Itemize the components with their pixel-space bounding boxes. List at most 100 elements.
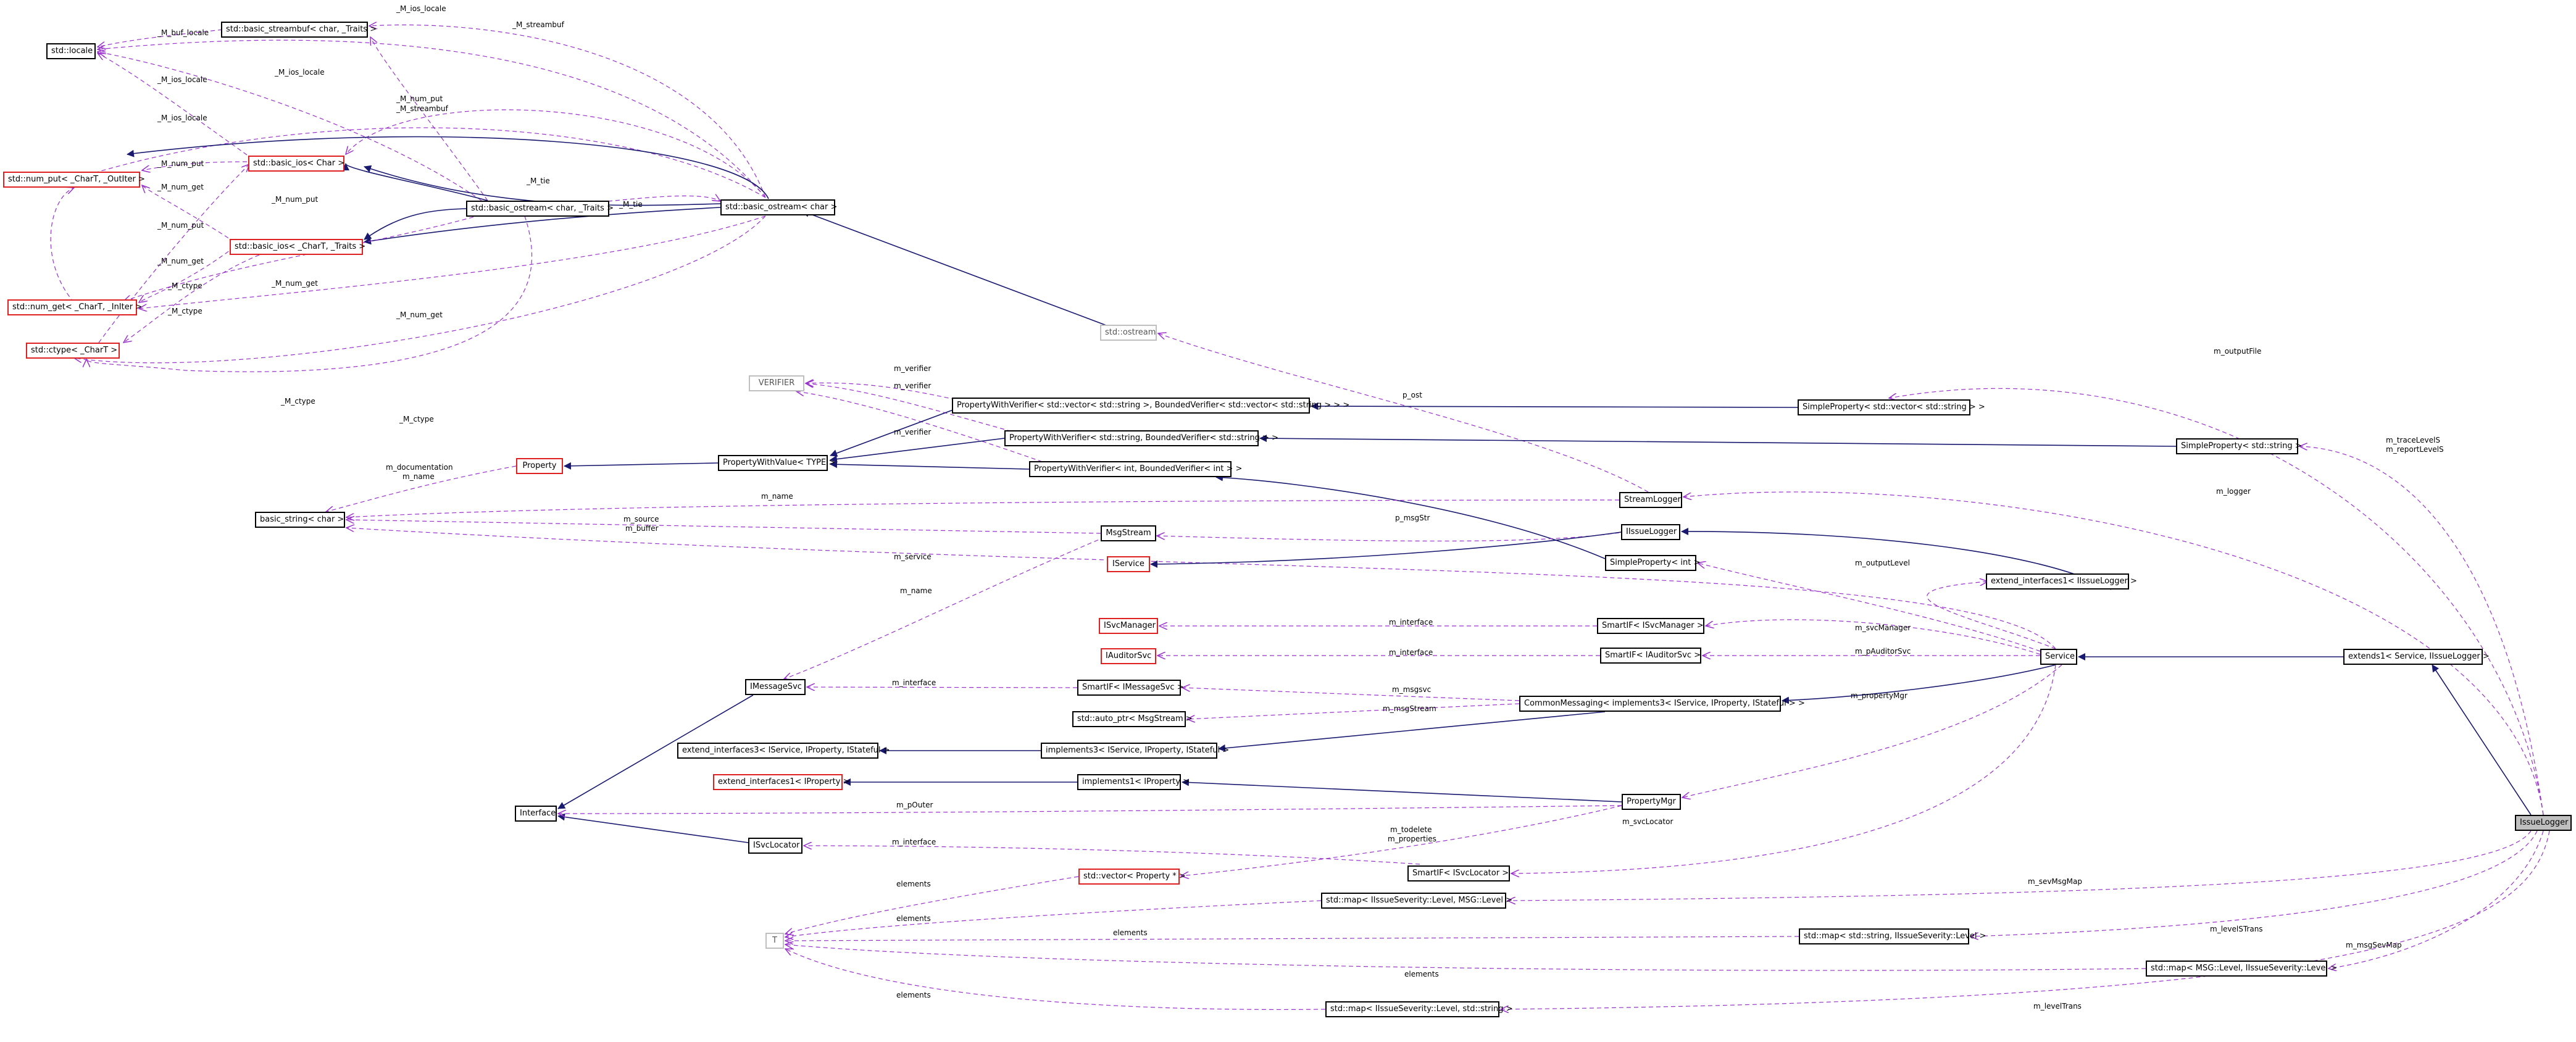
edge-label: m_msgsvc bbox=[1392, 685, 1432, 694]
node-issuelogger[interactable]: IssueLogger bbox=[2515, 815, 2572, 831]
usage-edge bbox=[804, 846, 1420, 865]
usage-edge bbox=[1889, 388, 2544, 815]
node-implements3[interactable]: implements3< IService, IProperty, IState… bbox=[1041, 743, 1229, 759]
usage-edge bbox=[1706, 619, 2041, 655]
node-pwv-vector[interactable]: PropertyWithVerifier< std::vector< std::… bbox=[952, 398, 1349, 414]
inheritance-edge bbox=[1218, 711, 1606, 752]
node-propertymgr[interactable]: PropertyMgr bbox=[1622, 794, 1681, 810]
node-std-basic-ostream-char[interactable]: std::basic_ostream< char > bbox=[720, 199, 837, 215]
inheritance-edge bbox=[830, 406, 964, 457]
edge-label: m_source bbox=[623, 515, 659, 523]
node-property[interactable]: Property bbox=[516, 458, 563, 474]
edge-label: _M_num_put bbox=[157, 221, 204, 230]
inheritance-edge bbox=[564, 462, 719, 470]
node-commonmessaging[interactable]: CommonMessaging< implements3< IService, … bbox=[1519, 696, 1805, 712]
usage-edge bbox=[369, 25, 766, 198]
edge-label: m_pAuditorSvc bbox=[1855, 647, 1911, 656]
node-iissuelogger[interactable]: IIssueLogger bbox=[1621, 524, 1680, 540]
node-smartif-iauditorsvc[interactable]: SmartIF< IAuditorSvc > bbox=[1600, 648, 1701, 664]
edge-label: _M_ios_locale bbox=[157, 75, 207, 84]
inheritance-edge bbox=[2432, 664, 2532, 815]
node-map-msg-level[interactable]: std::map< MSG::Level, IIssueSeverity::Le… bbox=[2146, 961, 2337, 977]
node-std-ctype[interactable]: std::ctype< _CharT > bbox=[26, 343, 120, 359]
usage-edge bbox=[98, 164, 249, 343]
node-propertywithvalue[interactable]: PropertyWithValue< TYPE > bbox=[718, 455, 835, 471]
inheritance-edge bbox=[127, 136, 769, 199]
inheritance-edge bbox=[1782, 664, 2056, 704]
usage-edge bbox=[98, 52, 482, 201]
node-simpleprop-string[interactable]: SimpleProperty< std::string > bbox=[2176, 438, 2302, 454]
inheritance-edge bbox=[1215, 473, 1606, 559]
node-simpleprop-int[interactable]: SimpleProperty< int > bbox=[1605, 555, 1700, 571]
edge-label: m_properties bbox=[1388, 835, 1436, 843]
usage-edge bbox=[98, 29, 223, 47]
node-vector-property[interactable]: std::vector< Property * > bbox=[1078, 869, 1186, 885]
node-basic-string[interactable]: basic_string< char > bbox=[255, 512, 345, 528]
node-std-basic-ostream-traits[interactable]: std::basic_ostream< char, _Traits > bbox=[466, 201, 614, 217]
node-isvclocator[interactable]: ISvcLocator bbox=[748, 838, 802, 854]
usage-edge bbox=[785, 876, 1079, 934]
edge-label: m_buffer bbox=[625, 524, 659, 533]
node-std-num-put[interactable]: std::num_put< _CharT, _OutIter > bbox=[3, 172, 145, 188]
node-t[interactable]: T bbox=[765, 933, 784, 949]
node-interface[interactable]: Interface bbox=[515, 806, 557, 822]
usage-edge bbox=[98, 53, 254, 160]
inheritance-edge bbox=[364, 207, 721, 245]
node-std-basic-streambuf[interactable]: std::basic_streambuf< char, _Traits > bbox=[221, 22, 377, 38]
node-streamlogger[interactable]: StreamLogger bbox=[1619, 492, 1682, 508]
node-simpleprop-vector[interactable]: SimpleProperty< std::vector< std::string… bbox=[1798, 399, 1985, 415]
usage-edge bbox=[785, 949, 1326, 1011]
edge-label: m_service bbox=[894, 552, 932, 561]
node-std-locale[interactable]: std::locale bbox=[46, 43, 96, 59]
node-extend-interfaces1[interactable]: extend_interfaces1< IIssueLogger > bbox=[1986, 573, 2137, 590]
usage-edge bbox=[123, 212, 488, 301]
node-std-num-get[interactable]: std::num_get< _CharT, _InIter > bbox=[7, 299, 142, 315]
node-extend-interfaces1-iproperty[interactable]: extend_interfaces1< IProperty > bbox=[713, 774, 849, 790]
node-iservice[interactable]: IService bbox=[1107, 556, 1150, 572]
node-pwv-int[interactable]: PropertyWithVerifier< int, BoundedVerifi… bbox=[1029, 461, 1242, 477]
node-imessagesvc[interactable]: IMessageSvc bbox=[745, 679, 806, 695]
edge-label: p_msgStr bbox=[1395, 514, 1430, 522]
node-smartif-imessagesvc[interactable]: SmartIF< IMessageSvc > bbox=[1077, 680, 1184, 696]
edge-label: m_interface bbox=[892, 838, 936, 846]
node-isvcmanager[interactable]: ISvcManager bbox=[1099, 618, 1158, 634]
usage-edge bbox=[346, 528, 2056, 649]
usage-edge bbox=[807, 687, 1078, 688]
usage-edge bbox=[1507, 830, 2532, 901]
usage-edge bbox=[2299, 446, 2544, 815]
node-iauditorsvc[interactable]: IAuditorSvc bbox=[1101, 648, 1156, 664]
edge-label: _M_ios_locale bbox=[157, 114, 207, 122]
usage-edge bbox=[1501, 830, 2550, 1009]
node-extend-interfaces3[interactable]: extend_interfaces3< IService, IProperty,… bbox=[677, 743, 890, 759]
node-std-basic-ios-char[interactable]: std::basic_ios< Char > bbox=[248, 156, 344, 172]
node-pwv-string[interactable]: PropertyWithVerifier< std::string, Bound… bbox=[1004, 430, 1278, 446]
inheritance-edge bbox=[1259, 435, 2177, 447]
usage-edge bbox=[1927, 581, 2056, 649]
node-smartif-isvclocator[interactable]: SmartIF< ISvcLocator > bbox=[1407, 865, 1510, 882]
node-smartif-isvcmanager[interactable]: SmartIF< ISvcManager > bbox=[1597, 618, 1704, 634]
node-auto-ptr[interactable]: std::auto_ptr< MsgStream > bbox=[1072, 711, 1193, 727]
usage-edge bbox=[370, 37, 488, 201]
edge-label: m_levelSTrans bbox=[2210, 925, 2263, 933]
node-service[interactable]: Service bbox=[2040, 649, 2077, 665]
edge-label: m_name bbox=[761, 492, 793, 501]
edge-label: m_msgSevMap bbox=[2346, 941, 2402, 949]
usage-edge bbox=[1182, 688, 1520, 701]
edge-label: _M_streambuf bbox=[512, 20, 564, 29]
inheritance-edge bbox=[364, 165, 721, 206]
node-std-ostream[interactable]: std::ostream bbox=[1100, 325, 1157, 341]
node-map-string-level[interactable]: std::map< std::string, IIssueSeverity::L… bbox=[1799, 928, 1986, 944]
node-extends1[interactable]: extends1< Service, IIssueLogger > bbox=[2343, 649, 2490, 665]
node-implements1[interactable]: implements1< IProperty > bbox=[1077, 774, 1190, 790]
node-std-basic-ios-traits[interactable]: std::basic_ios< _CharT, _Traits > bbox=[230, 239, 365, 255]
edge-label: elements bbox=[896, 991, 931, 999]
edge-label: _M_tie bbox=[527, 177, 550, 185]
inheritance-edge bbox=[557, 694, 754, 809]
node-map-level-string[interactable]: std::map< IIssueSeverity::Level, std::st… bbox=[1325, 1001, 1513, 1017]
usage-edge bbox=[785, 900, 1322, 937]
node-verifier[interactable]: VERIFIER bbox=[749, 375, 804, 391]
node-map-level-msg[interactable]: std::map< IIssueSeverity::Level, MSG::Le… bbox=[1321, 893, 1512, 909]
usage-edge bbox=[785, 944, 2146, 971]
node-msgstream[interactable]: MsgStream bbox=[1101, 525, 1156, 541]
